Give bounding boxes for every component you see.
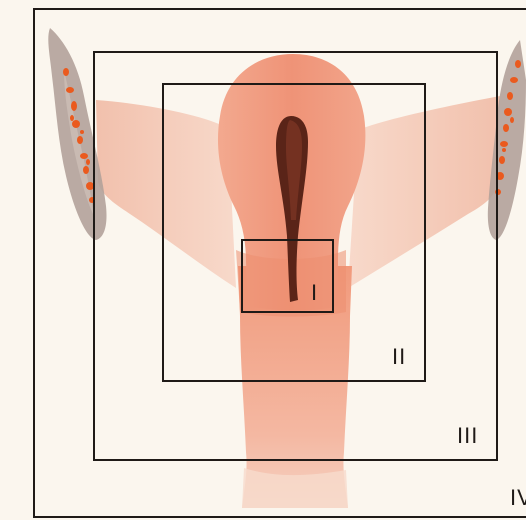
zone-label-iv: IV <box>510 485 526 510</box>
follicle <box>510 77 518 83</box>
follicle <box>66 87 74 93</box>
follicle <box>86 182 94 190</box>
follicle <box>63 68 69 76</box>
left-ligament <box>96 100 236 288</box>
zone-label-ii: II <box>392 344 406 369</box>
follicle <box>507 92 513 100</box>
follicle <box>80 130 84 134</box>
follicle <box>515 60 521 68</box>
follicle <box>70 115 74 121</box>
follicle <box>500 141 508 147</box>
zone-label-i: I <box>311 280 318 305</box>
follicle <box>499 156 505 164</box>
follicle <box>77 136 83 144</box>
follicle <box>80 153 88 159</box>
follicle <box>503 124 509 132</box>
follicle <box>510 117 514 123</box>
follicle <box>502 148 506 152</box>
follicle <box>83 166 89 174</box>
zone-label-iii: III <box>457 423 478 448</box>
follicle <box>86 159 90 165</box>
follicle <box>71 101 77 111</box>
follicle <box>504 108 512 116</box>
follicle <box>72 120 80 128</box>
